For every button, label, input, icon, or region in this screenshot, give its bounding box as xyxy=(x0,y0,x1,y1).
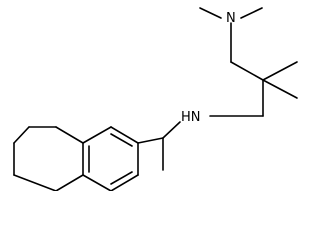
tertiary-amine-label: N xyxy=(226,11,236,26)
bond-saturated-1 xyxy=(55,126,84,144)
bond-quaternary-methyl-down xyxy=(262,79,298,99)
secondary-amine-label: HN xyxy=(181,110,201,125)
bond-aromatic-double-1 xyxy=(110,133,133,147)
bond-saturated-6 xyxy=(55,174,84,191)
bond-aromatic-1 xyxy=(110,126,139,144)
bond-saturated-3 xyxy=(13,126,30,144)
bond-nh-methine xyxy=(162,121,181,139)
bond-saturated-5 xyxy=(13,174,57,191)
bond-aromatic-double-3 xyxy=(110,171,133,185)
bond-aromatic-5 xyxy=(110,174,139,191)
bond-aromatic-2 xyxy=(82,126,112,144)
molecule-structure: N HN xyxy=(13,7,298,191)
bond-quaternary-methyl-up xyxy=(262,61,298,81)
bond-aromatic-4 xyxy=(82,174,112,191)
bond-methine-aryl xyxy=(137,137,164,144)
bond-n-methyl-right xyxy=(240,7,263,19)
bond-n-methyl-left xyxy=(199,7,222,19)
bond-ch2-quaternary xyxy=(230,61,264,81)
